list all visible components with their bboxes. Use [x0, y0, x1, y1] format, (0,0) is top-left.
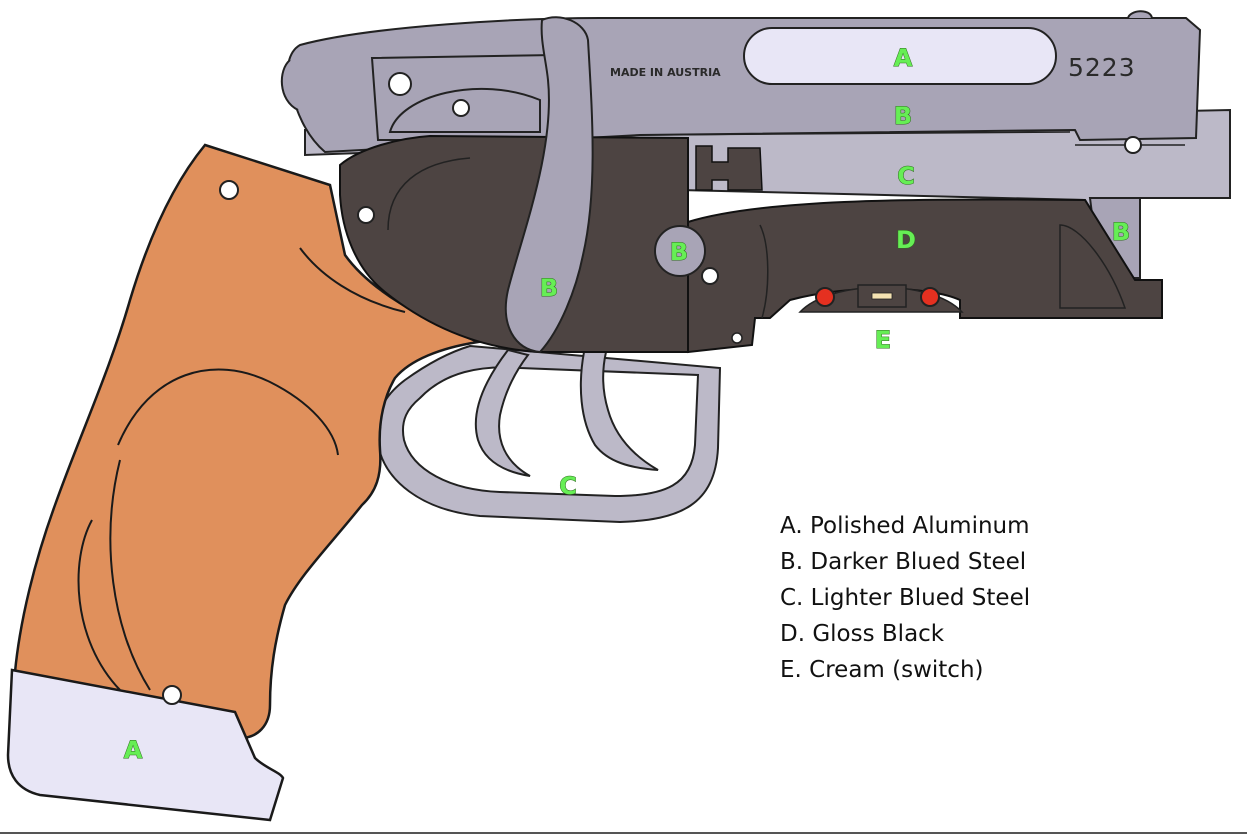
trigger-guard: [375, 344, 722, 524]
legend: A. Polished Aluminum B. Darker Blued Ste…: [780, 513, 1030, 683]
zone-label-b-rear: B: [1112, 218, 1130, 246]
switch-panel: [798, 284, 964, 313]
zone-label-c-guard: C: [559, 472, 577, 500]
zone-label-d-housing: D: [896, 226, 916, 254]
grip: [13, 143, 483, 740]
made-in-stamp: MADE IN AUSTRIA: [610, 66, 721, 79]
right-indicator-light: [920, 287, 940, 307]
serial-number: 5223: [1068, 53, 1136, 82]
legend-item-e: E. Cream (switch): [780, 657, 984, 683]
zone-label-a-base: A: [124, 736, 143, 764]
zone-label-c-frame: C: [897, 162, 915, 190]
grip-base-plate: [6, 668, 285, 822]
legend-item-a: A. Polished Aluminum: [780, 513, 1030, 539]
zone-label-e-switch: E: [875, 326, 891, 354]
slide-window: [743, 27, 1057, 85]
legend-item-b: B. Darker Blued Steel: [780, 549, 1026, 575]
zone-label-a-slide: A: [894, 44, 913, 72]
slide: [280, 10, 1202, 154]
zone-label-b-strap: B: [540, 274, 558, 302]
left-indicator-light: [815, 287, 835, 307]
strap-loop: [504, 16, 594, 354]
legend-item-d: D. Gloss Black: [780, 621, 945, 647]
zone-label-b-disc: B: [670, 238, 688, 266]
legend-item-c: C. Lighter Blued Steel: [780, 585, 1030, 611]
zone-label-b-slide: B: [894, 102, 912, 130]
triggers: [474, 348, 659, 477]
